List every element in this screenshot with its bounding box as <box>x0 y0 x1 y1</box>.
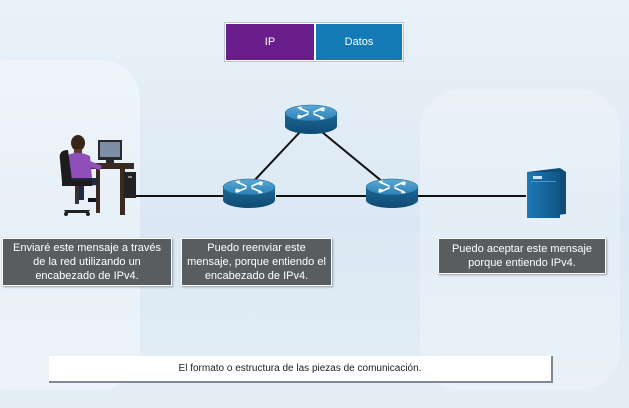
server-icon <box>527 168 566 218</box>
router-icon <box>284 104 338 135</box>
server-message-text: Puedo aceptar este mensaje porque entien… <box>451 243 593 269</box>
router-message-text: Puedo reenviar este mensaje, porque enti… <box>187 242 326 282</box>
router-message-callout: Puedo reenviar este mensaje, porque enti… <box>181 238 332 286</box>
ip-packet: IP Datos <box>225 23 403 61</box>
router-icon <box>365 178 419 209</box>
router-icon <box>222 178 276 209</box>
server-message-callout: Puedo aceptar este mensaje porque entien… <box>438 238 606 274</box>
packet-ip-header: IP <box>226 24 316 60</box>
caption: El formato o estructura de las piezas de… <box>49 356 553 383</box>
background-shape <box>0 60 140 390</box>
user-at-computer-icon <box>59 135 136 216</box>
host-message-text: Enviaré este mensaje a través de la red … <box>13 242 161 282</box>
packet-data-payload: Datos <box>316 24 402 60</box>
link-router-top-right <box>321 131 385 184</box>
host-message-callout: Enviaré este mensaje a través de la red … <box>2 238 172 286</box>
link-router-top-left <box>251 131 301 184</box>
